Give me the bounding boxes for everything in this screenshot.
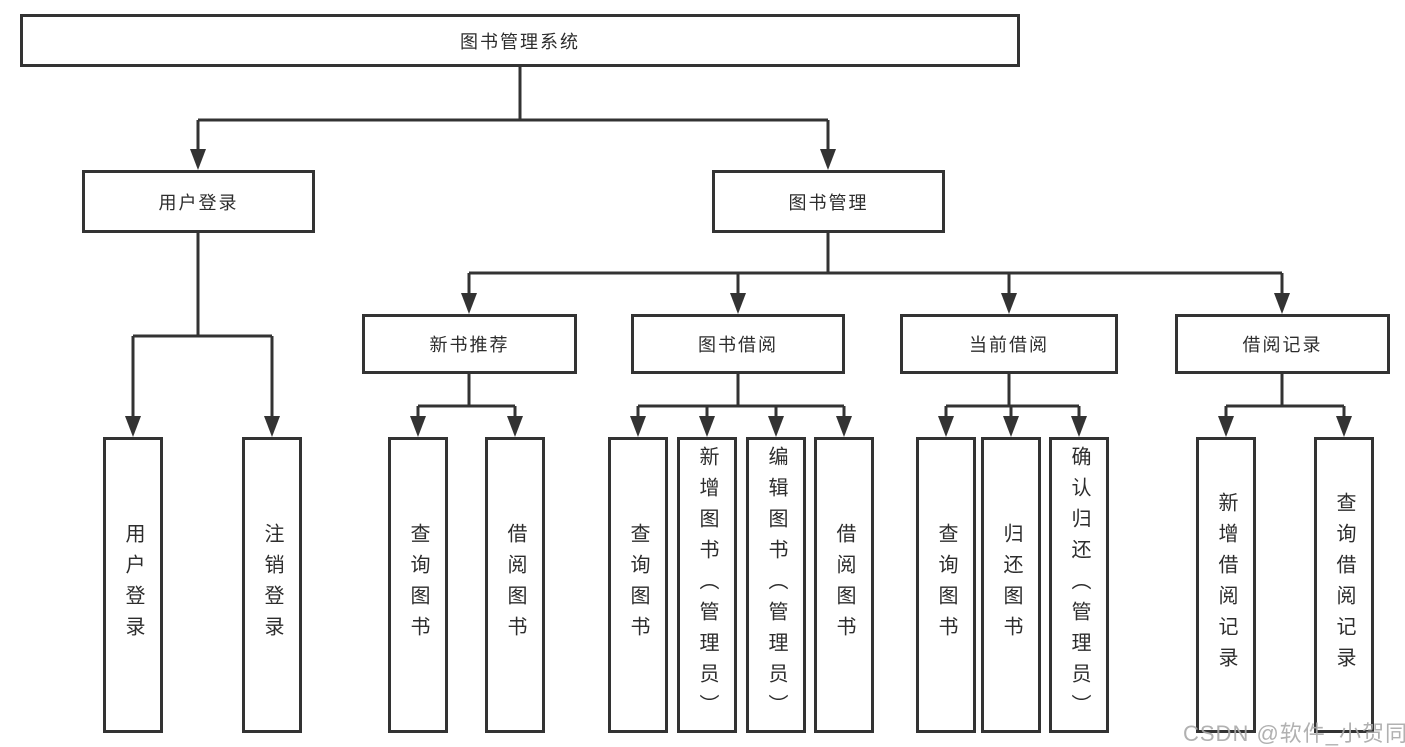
leaf-borrow-add-books-admin: 新增图书（管理员）	[677, 437, 737, 733]
node-root: 图书管理系统	[20, 14, 1020, 67]
leaf-records-query-record-label: 查询借阅记录	[1333, 492, 1355, 678]
leaf-borrow-query-books: 查询图书	[608, 437, 668, 733]
leaf-current-query-books: 查询图书	[916, 437, 976, 733]
leaf-current-confirm-return-admin: 确认归还（管理员）	[1049, 437, 1109, 733]
leaf-login-logout-label: 注销登录	[261, 523, 283, 647]
leaf-current-confirm-return-admin-label: 确认归还（管理员）	[1068, 445, 1090, 725]
node-new-book-rec: 新书推荐	[362, 314, 577, 374]
leaf-records-add-record: 新增借阅记录	[1196, 437, 1256, 733]
leaf-login-user-login-label: 用户登录	[122, 523, 144, 647]
node-user-login-branch: 用户登录	[82, 170, 315, 233]
leaf-current-return-books: 归还图书	[981, 437, 1041, 733]
node-root-label: 图书管理系统	[460, 31, 580, 52]
node-current-borrow-label: 当前借阅	[969, 335, 1049, 355]
leaf-borrow-query-books-label: 查询图书	[627, 523, 649, 647]
node-book-borrow: 图书借阅	[631, 314, 845, 374]
node-current-borrow: 当前借阅	[900, 314, 1118, 374]
leaf-borrow-borrow-books-label: 借阅图书	[833, 523, 855, 647]
watermark-text: CSDN @软件_小贺同学	[1183, 721, 1405, 746]
leaf-borrow-add-books-admin-label: 新增图书（管理员）	[696, 445, 718, 725]
leaf-newbooks-query-books: 查询图书	[388, 437, 448, 733]
node-book-borrow-label: 图书借阅	[698, 335, 778, 355]
node-book-mgmt-branch-label: 图书管理	[788, 192, 869, 213]
leaf-borrow-edit-books-admin: 编辑图书（管理员）	[746, 437, 806, 733]
leaf-records-query-record: 查询借阅记录	[1314, 437, 1374, 733]
node-book-mgmt-branch: 图书管理	[712, 170, 945, 233]
node-borrow-records-label: 借阅记录	[1242, 335, 1323, 355]
leaf-borrow-edit-books-admin-label: 编辑图书（管理员）	[765, 445, 787, 725]
leaf-records-add-record-label: 新增借阅记录	[1215, 492, 1237, 678]
node-user-login-branch-label: 用户登录	[158, 192, 239, 213]
leaf-newbooks-borrow-books-label: 借阅图书	[504, 523, 526, 647]
node-new-book-rec-label: 新书推荐	[429, 335, 510, 355]
leaf-borrow-borrow-books: 借阅图书	[814, 437, 874, 733]
leaf-newbooks-query-books-label: 查询图书	[407, 523, 429, 647]
leaf-login-logout: 注销登录	[242, 437, 302, 733]
node-borrow-records: 借阅记录	[1175, 314, 1390, 374]
leaf-newbooks-borrow-books: 借阅图书	[485, 437, 545, 733]
leaf-current-return-books-label: 归还图书	[1000, 523, 1022, 647]
leaf-current-query-books-label: 查询图书	[935, 523, 957, 647]
leaf-login-user-login: 用户登录	[103, 437, 163, 733]
